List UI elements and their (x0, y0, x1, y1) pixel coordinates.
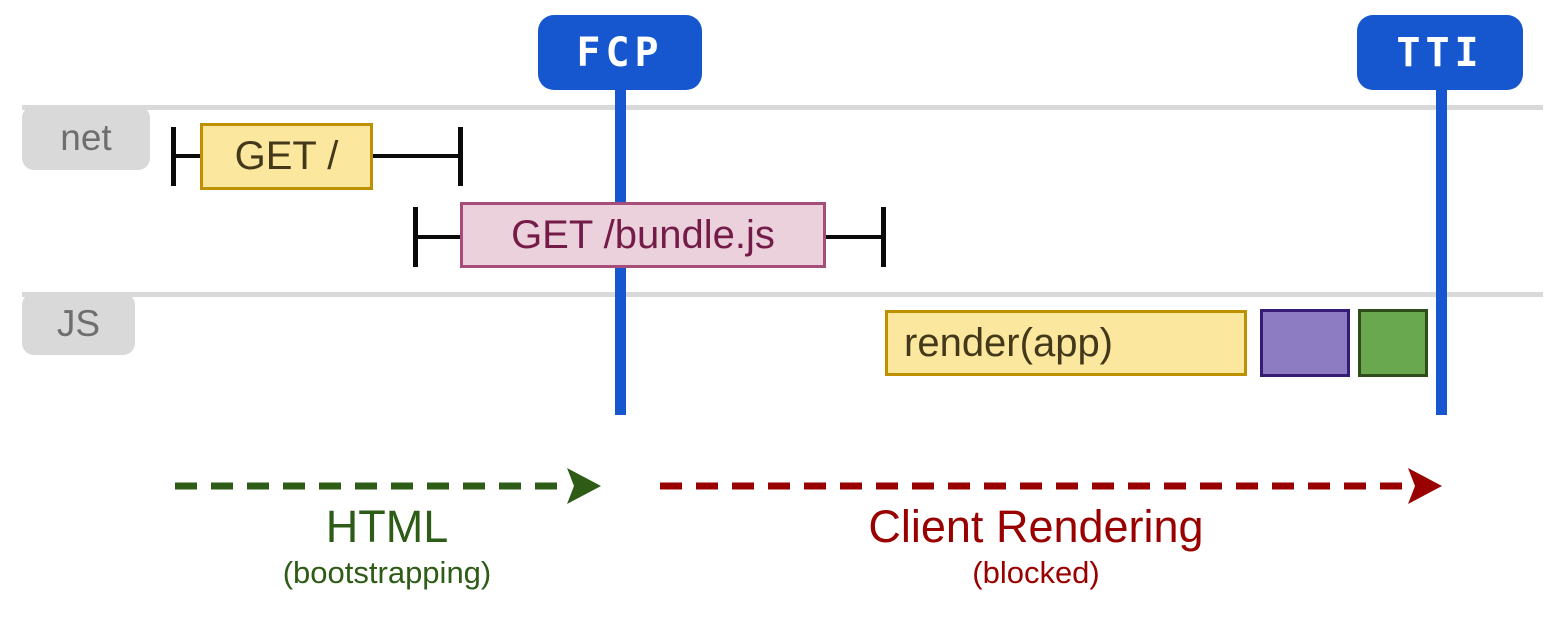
lane-label-net: net (22, 106, 150, 170)
tti-badge-text: TTI (1396, 29, 1484, 76)
net-lane-text: net (60, 117, 112, 158)
html-phase-arrow (175, 468, 601, 504)
fcp-badge: FCP (538, 15, 702, 90)
purple-task-box (1260, 309, 1350, 377)
client-rendering-phase-title: Client Rendering (868, 501, 1204, 552)
get-root-end-tick (458, 127, 463, 186)
html-phase-label: HTML (bootstrapping) (167, 503, 607, 591)
get-bundle-connector-left (416, 235, 462, 239)
client-rendering-phase-subtitle: (blocked) (972, 555, 1100, 591)
net-lane-line (22, 105, 1543, 110)
get-root-connector-left (174, 154, 202, 158)
lane-label-js: JS (22, 293, 135, 355)
html-phase-subtitle: (bootstrapping) (282, 555, 492, 591)
render-app-label: render(app) (904, 320, 1114, 365)
client-rendering-phase-arrow (660, 468, 1442, 504)
fcp-badge-text: FCP (576, 29, 664, 76)
get-root-start-tick (171, 127, 176, 186)
get-root-label: GET / (234, 134, 339, 178)
get-bundle-label: GET /bundle.js (511, 212, 775, 257)
green-task-box (1358, 309, 1428, 377)
html-phase-title: HTML (325, 501, 449, 552)
js-lane-line (22, 292, 1543, 297)
get-bundle-end-tick (881, 207, 886, 267)
render-app-task-box: render(app) (885, 310, 1247, 376)
tti-marker-line (1436, 88, 1447, 415)
get-root-request-box: GET / (200, 123, 373, 190)
get-bundle-request-box: GET /bundle.js (460, 202, 826, 268)
get-root-connector-right (371, 154, 460, 158)
get-bundle-start-tick (413, 207, 418, 267)
tti-badge: TTI (1357, 15, 1523, 90)
client-rendering-phase-label: Client Rendering (blocked) (816, 503, 1256, 591)
js-lane-text: JS (56, 303, 101, 344)
get-bundle-connector-right (824, 235, 883, 239)
